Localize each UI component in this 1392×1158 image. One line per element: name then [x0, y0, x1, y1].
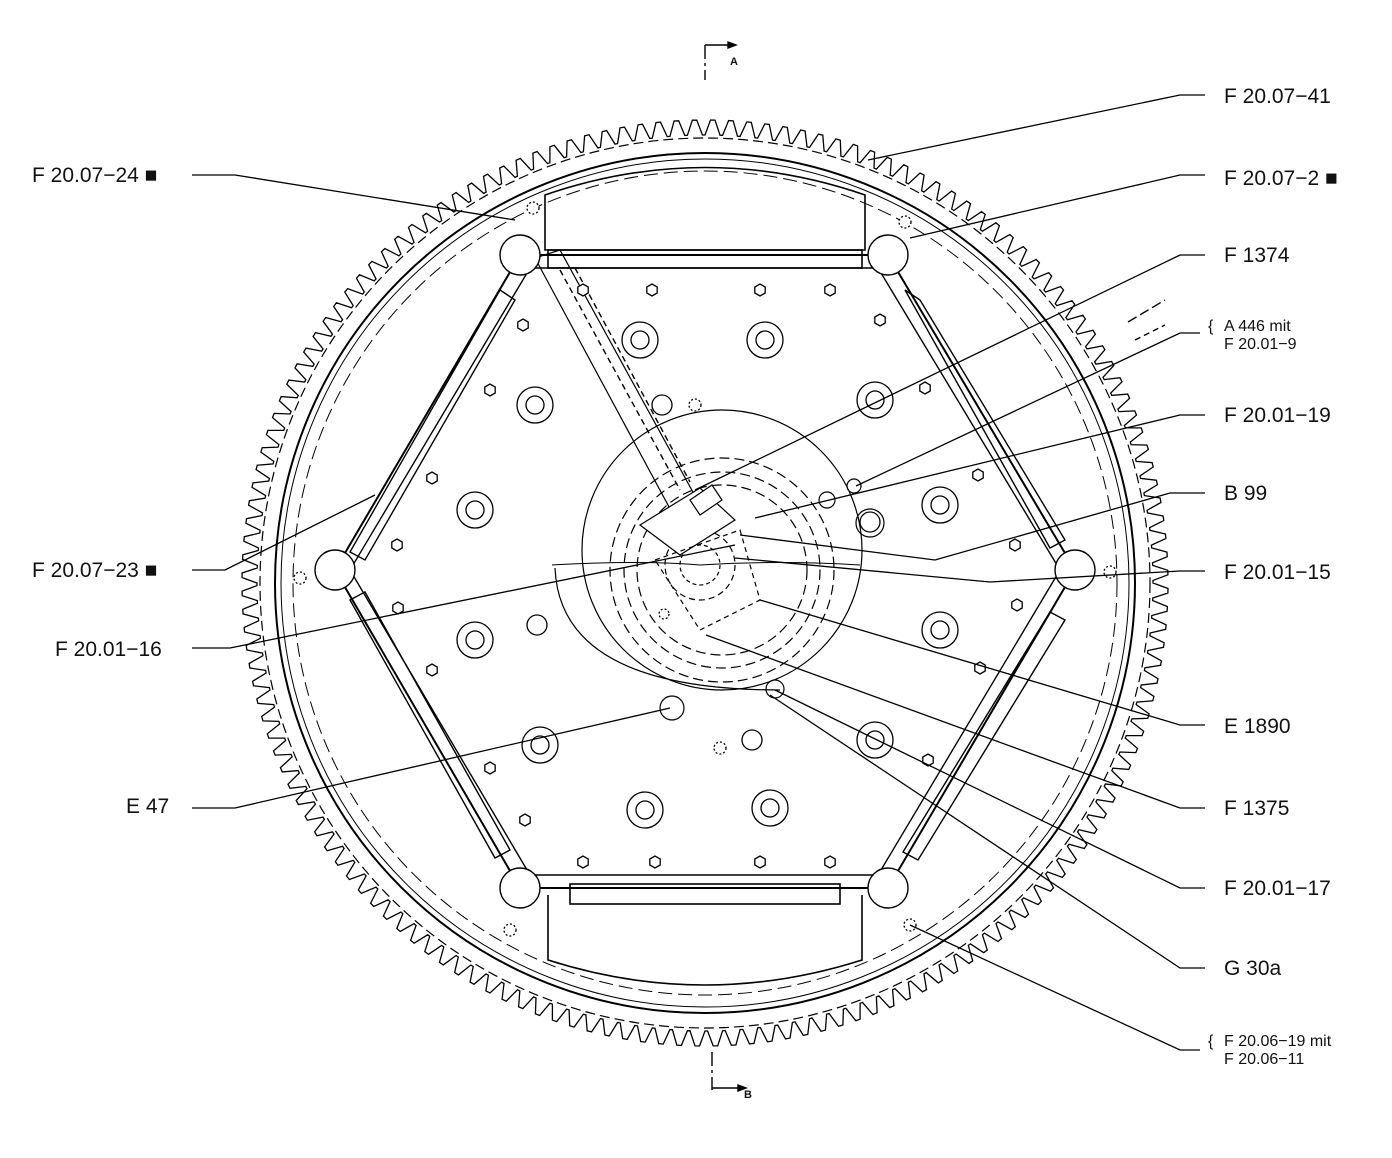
- pin-hole: [688, 398, 702, 412]
- pin-hole: [898, 215, 912, 229]
- callout-e-1890: E 1890: [1224, 715, 1291, 738]
- mounting-holes: [293, 201, 1117, 937]
- bolt-hole-inner: [465, 500, 485, 520]
- callout-f-20-01-17: F 20.01−17: [1224, 877, 1331, 900]
- screw-head: [741, 729, 763, 751]
- hex-nut: [484, 383, 496, 397]
- callout-f-20-07-24: F 20.07−24 ■: [32, 164, 157, 187]
- callout-brace-a-446: {: [1208, 318, 1214, 335]
- hex-nut: [824, 855, 836, 869]
- bolt-hole-inner: [525, 395, 545, 415]
- hex-nut: [824, 283, 836, 297]
- rim-rings: [259, 137, 1151, 1029]
- callout-f-1374: F 1374: [1224, 244, 1290, 267]
- corner-rollers: [314, 234, 1096, 909]
- hex-nut: [484, 761, 496, 775]
- callout-f-1375: F 1375: [1224, 797, 1289, 820]
- bolt-hole-inner: [930, 495, 950, 515]
- callout-b-99: B 99: [1224, 482, 1267, 505]
- section-marks: [704, 40, 1166, 1093]
- center-hub: [551, 409, 885, 721]
- hex-nut: [754, 855, 766, 869]
- bolt-hole-inner: [530, 735, 550, 755]
- bolt-hole-inner: [465, 630, 485, 650]
- bolt-hole-inner: [635, 800, 655, 820]
- bolt-hole-inner: [755, 330, 775, 350]
- callout-e-47: E 47: [126, 795, 169, 818]
- pin-hole: [503, 923, 517, 937]
- callout-a-446-line2: F 20.01−9: [1224, 336, 1297, 353]
- pin-hole: [1103, 565, 1117, 579]
- section-letter-top: A: [730, 56, 738, 68]
- hex-nut: [1009, 538, 1021, 552]
- roller-1: [499, 234, 541, 276]
- callout-f-20-01-15: F 20.01−15: [1224, 561, 1331, 584]
- callout-brace-f-20-06-19: {: [1208, 1033, 1214, 1050]
- hex-nut: [577, 283, 589, 297]
- bolt-hole-inner: [865, 730, 885, 750]
- roller-5: [499, 867, 541, 909]
- callout-f-20-06-19-line2: F 20.06−11: [1224, 1051, 1304, 1068]
- screw-head: [526, 614, 548, 636]
- callout-f-20-01-16: F 20.01−16: [55, 638, 162, 661]
- hex-nut: [646, 283, 658, 297]
- section-letter-bottom: B: [744, 1089, 752, 1101]
- hex-nut: [391, 538, 403, 552]
- callout-g-30a: G 30a: [1224, 957, 1282, 980]
- pin-hole: [526, 201, 540, 215]
- callout-a-446-line1: A 446 mit: [1224, 318, 1291, 335]
- roller-4: [867, 867, 909, 909]
- hex-nut: [426, 471, 438, 485]
- hex-nut: [754, 283, 766, 297]
- bolt-hole-inner: [930, 620, 950, 640]
- hex-nut: [392, 601, 404, 615]
- roller-6: [314, 549, 356, 591]
- gear-teeth: [241, 119, 1169, 1047]
- roller-3: [1054, 549, 1096, 591]
- screw-head: [859, 511, 881, 533]
- hex-nut: [919, 381, 931, 395]
- hex-nut: [426, 663, 438, 677]
- pin-hole: [293, 571, 307, 585]
- callout-f-20-07-23: F 20.07−23 ■: [32, 559, 157, 582]
- bolt-hole-inner: [760, 798, 780, 818]
- hex-nut: [874, 313, 886, 327]
- leader-lines: [192, 94, 1205, 1051]
- pin-hole: [713, 741, 727, 755]
- roller-2: [867, 234, 909, 276]
- callout-f-20-06-19-line1: F 20.06−19 mit: [1224, 1033, 1332, 1050]
- hex-nut: [517, 318, 529, 332]
- gear-teeth-ring: [241, 119, 1169, 1047]
- hex-nut: [649, 855, 661, 869]
- callout-f-20-07-41: F 20.07−41: [1224, 85, 1331, 108]
- screw-head: [651, 394, 673, 416]
- hexagonal-frame: [333, 166, 1077, 986]
- callout-f-20-01-19: F 20.01−19: [1224, 404, 1331, 427]
- callout-f-20-07-2: F 20.07−2 ■: [1224, 167, 1338, 190]
- hex-nut: [1011, 598, 1023, 612]
- bolt-hole-inner: [630, 330, 650, 350]
- hex-nut: [577, 855, 589, 869]
- hex-nut: [519, 813, 531, 827]
- hex-nut: [972, 468, 984, 482]
